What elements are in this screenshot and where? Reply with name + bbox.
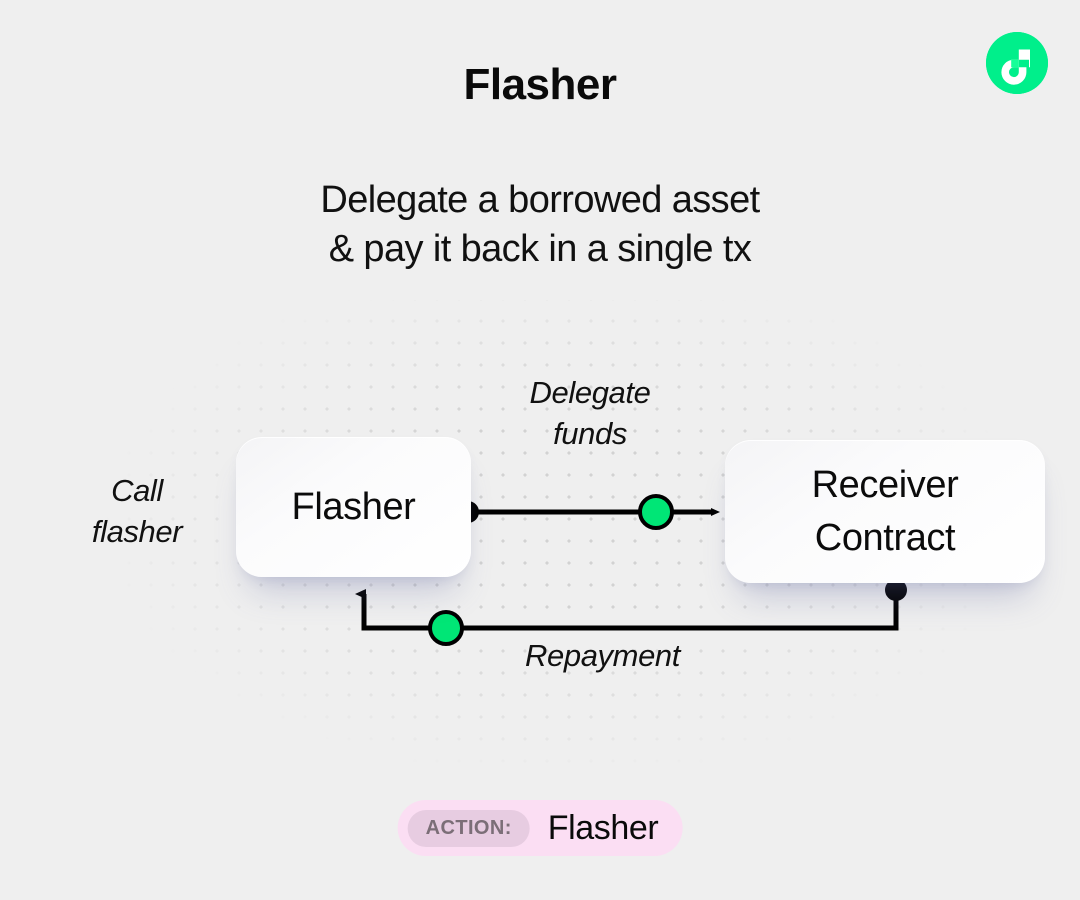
edge-token-delegate [638, 494, 674, 530]
edge-token-repayment [428, 610, 464, 646]
edge-repayment [355, 579, 907, 646]
flow-logo-icon [986, 32, 1048, 94]
node-flasher[interactable]: Flasher [236, 437, 471, 577]
action-badge-value: Flasher [547, 808, 659, 847]
label-call-flasher: Call flasher [91, 473, 183, 549]
edge-delegate-funds [457, 494, 720, 530]
action-badge-label: ACTION: [407, 809, 530, 847]
diagram-canvas: Flasher Receiver Contract Call flasher D… [0, 300, 1080, 780]
page-title: Flasher [463, 60, 617, 109]
page-subtitle: Delegate a borrowed asset & pay it back … [320, 179, 760, 270]
edge-source-dot [885, 579, 907, 601]
action-badge: ACTION: Flasher [397, 800, 683, 856]
label-repayment: Repayment [525, 638, 680, 673]
label-delegate-funds: Delegate funds [529, 375, 651, 451]
node-receiver-contract[interactable]: Receiver Contract [725, 440, 1045, 583]
